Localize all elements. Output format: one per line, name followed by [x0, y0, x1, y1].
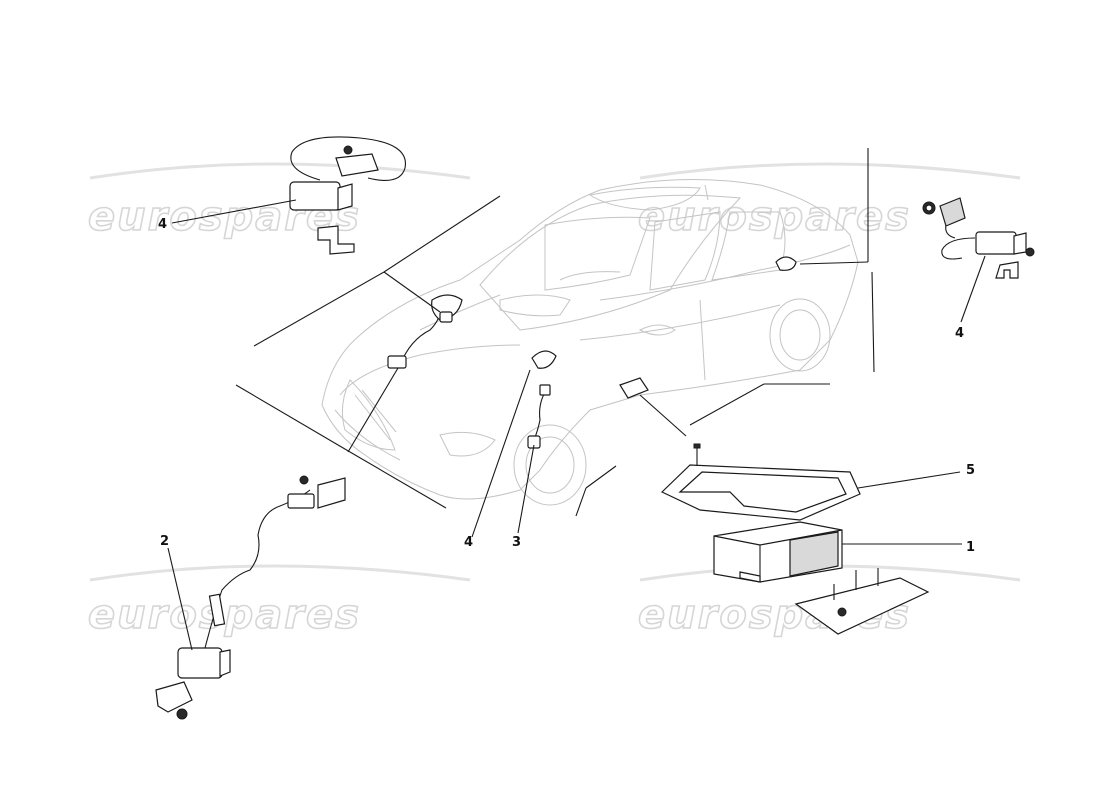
part-connector-rear: [775, 256, 869, 271]
callout-5: 5: [966, 463, 975, 478]
watermark-text: eurospares: [638, 194, 911, 240]
part-harness-fender: [527, 350, 557, 449]
callout-labels: 4 4 4 3 2 1 5: [158, 217, 975, 555]
callout-4-center: 4: [464, 535, 473, 550]
part-sensor-top-left: [289, 136, 406, 255]
leader-lines: [167, 199, 986, 651]
watermark-top-right: eurospares: [637, 162, 1021, 241]
watermark-bottom-left: eurospares: [87, 564, 471, 639]
callout-1: 1: [966, 540, 975, 555]
car-outline: [321, 179, 859, 506]
callout-3: 3: [512, 535, 521, 550]
frame-lines: [235, 148, 875, 517]
callout-4-top-left: 4: [158, 217, 167, 232]
part-sensor-bottom-left: [155, 475, 346, 720]
watermark-top-left: eurospares: [87, 162, 471, 241]
callout-2: 2: [160, 534, 169, 549]
watermark-text: eurospares: [88, 592, 361, 638]
part-control-unit: [713, 521, 930, 635]
part-sensor-top-right: [922, 197, 1035, 279]
part-bracket-frame: [660, 443, 861, 521]
part-harness-hood: [387, 294, 463, 369]
callout-4-top-right: 4: [955, 326, 964, 341]
part-module-center: [619, 377, 649, 399]
